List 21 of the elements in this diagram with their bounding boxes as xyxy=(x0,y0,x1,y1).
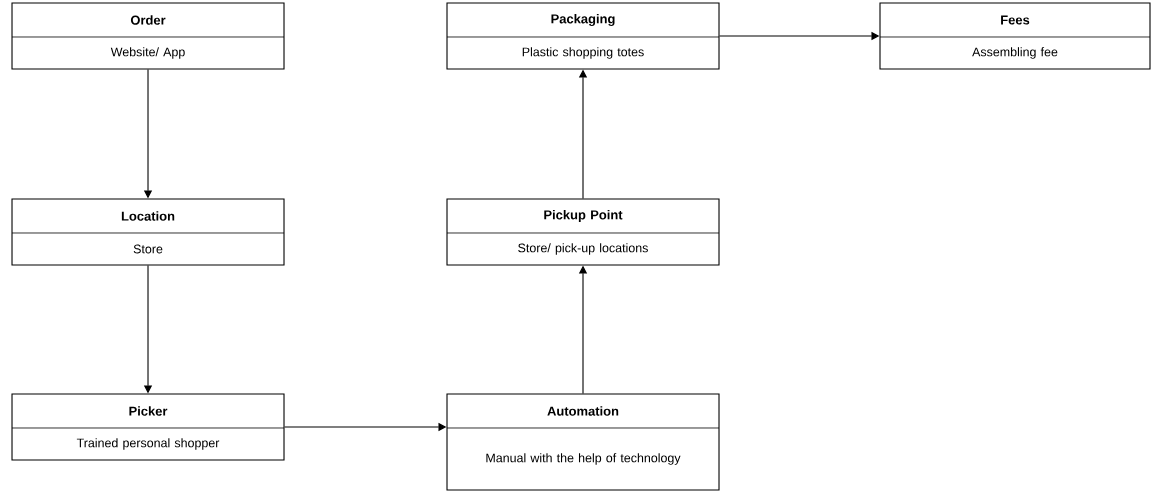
heading: Automation xyxy=(547,406,619,416)
description: Manual with the help of technology xyxy=(486,453,681,465)
process-box xyxy=(11,198,285,266)
process-box xyxy=(446,2,720,70)
heading: Picker xyxy=(129,406,168,416)
description: Store xyxy=(133,244,163,254)
process-box xyxy=(11,2,285,70)
description: Assembling fee xyxy=(972,47,1058,59)
heading: Order xyxy=(130,15,166,25)
description: Website/ App xyxy=(110,47,185,59)
process-box xyxy=(879,2,1151,70)
description: Store/ pick-up locations xyxy=(518,243,648,255)
description: Plastic shopping totes xyxy=(522,47,644,59)
heading: Pickup Point xyxy=(544,209,623,223)
process-box xyxy=(11,393,285,461)
description: Trained personal shopper xyxy=(76,438,220,450)
heading: Location xyxy=(121,211,175,221)
process-box xyxy=(446,198,720,266)
process-box xyxy=(446,393,720,491)
heading: Packaging xyxy=(551,13,615,27)
heading: Fees xyxy=(1001,15,1030,25)
